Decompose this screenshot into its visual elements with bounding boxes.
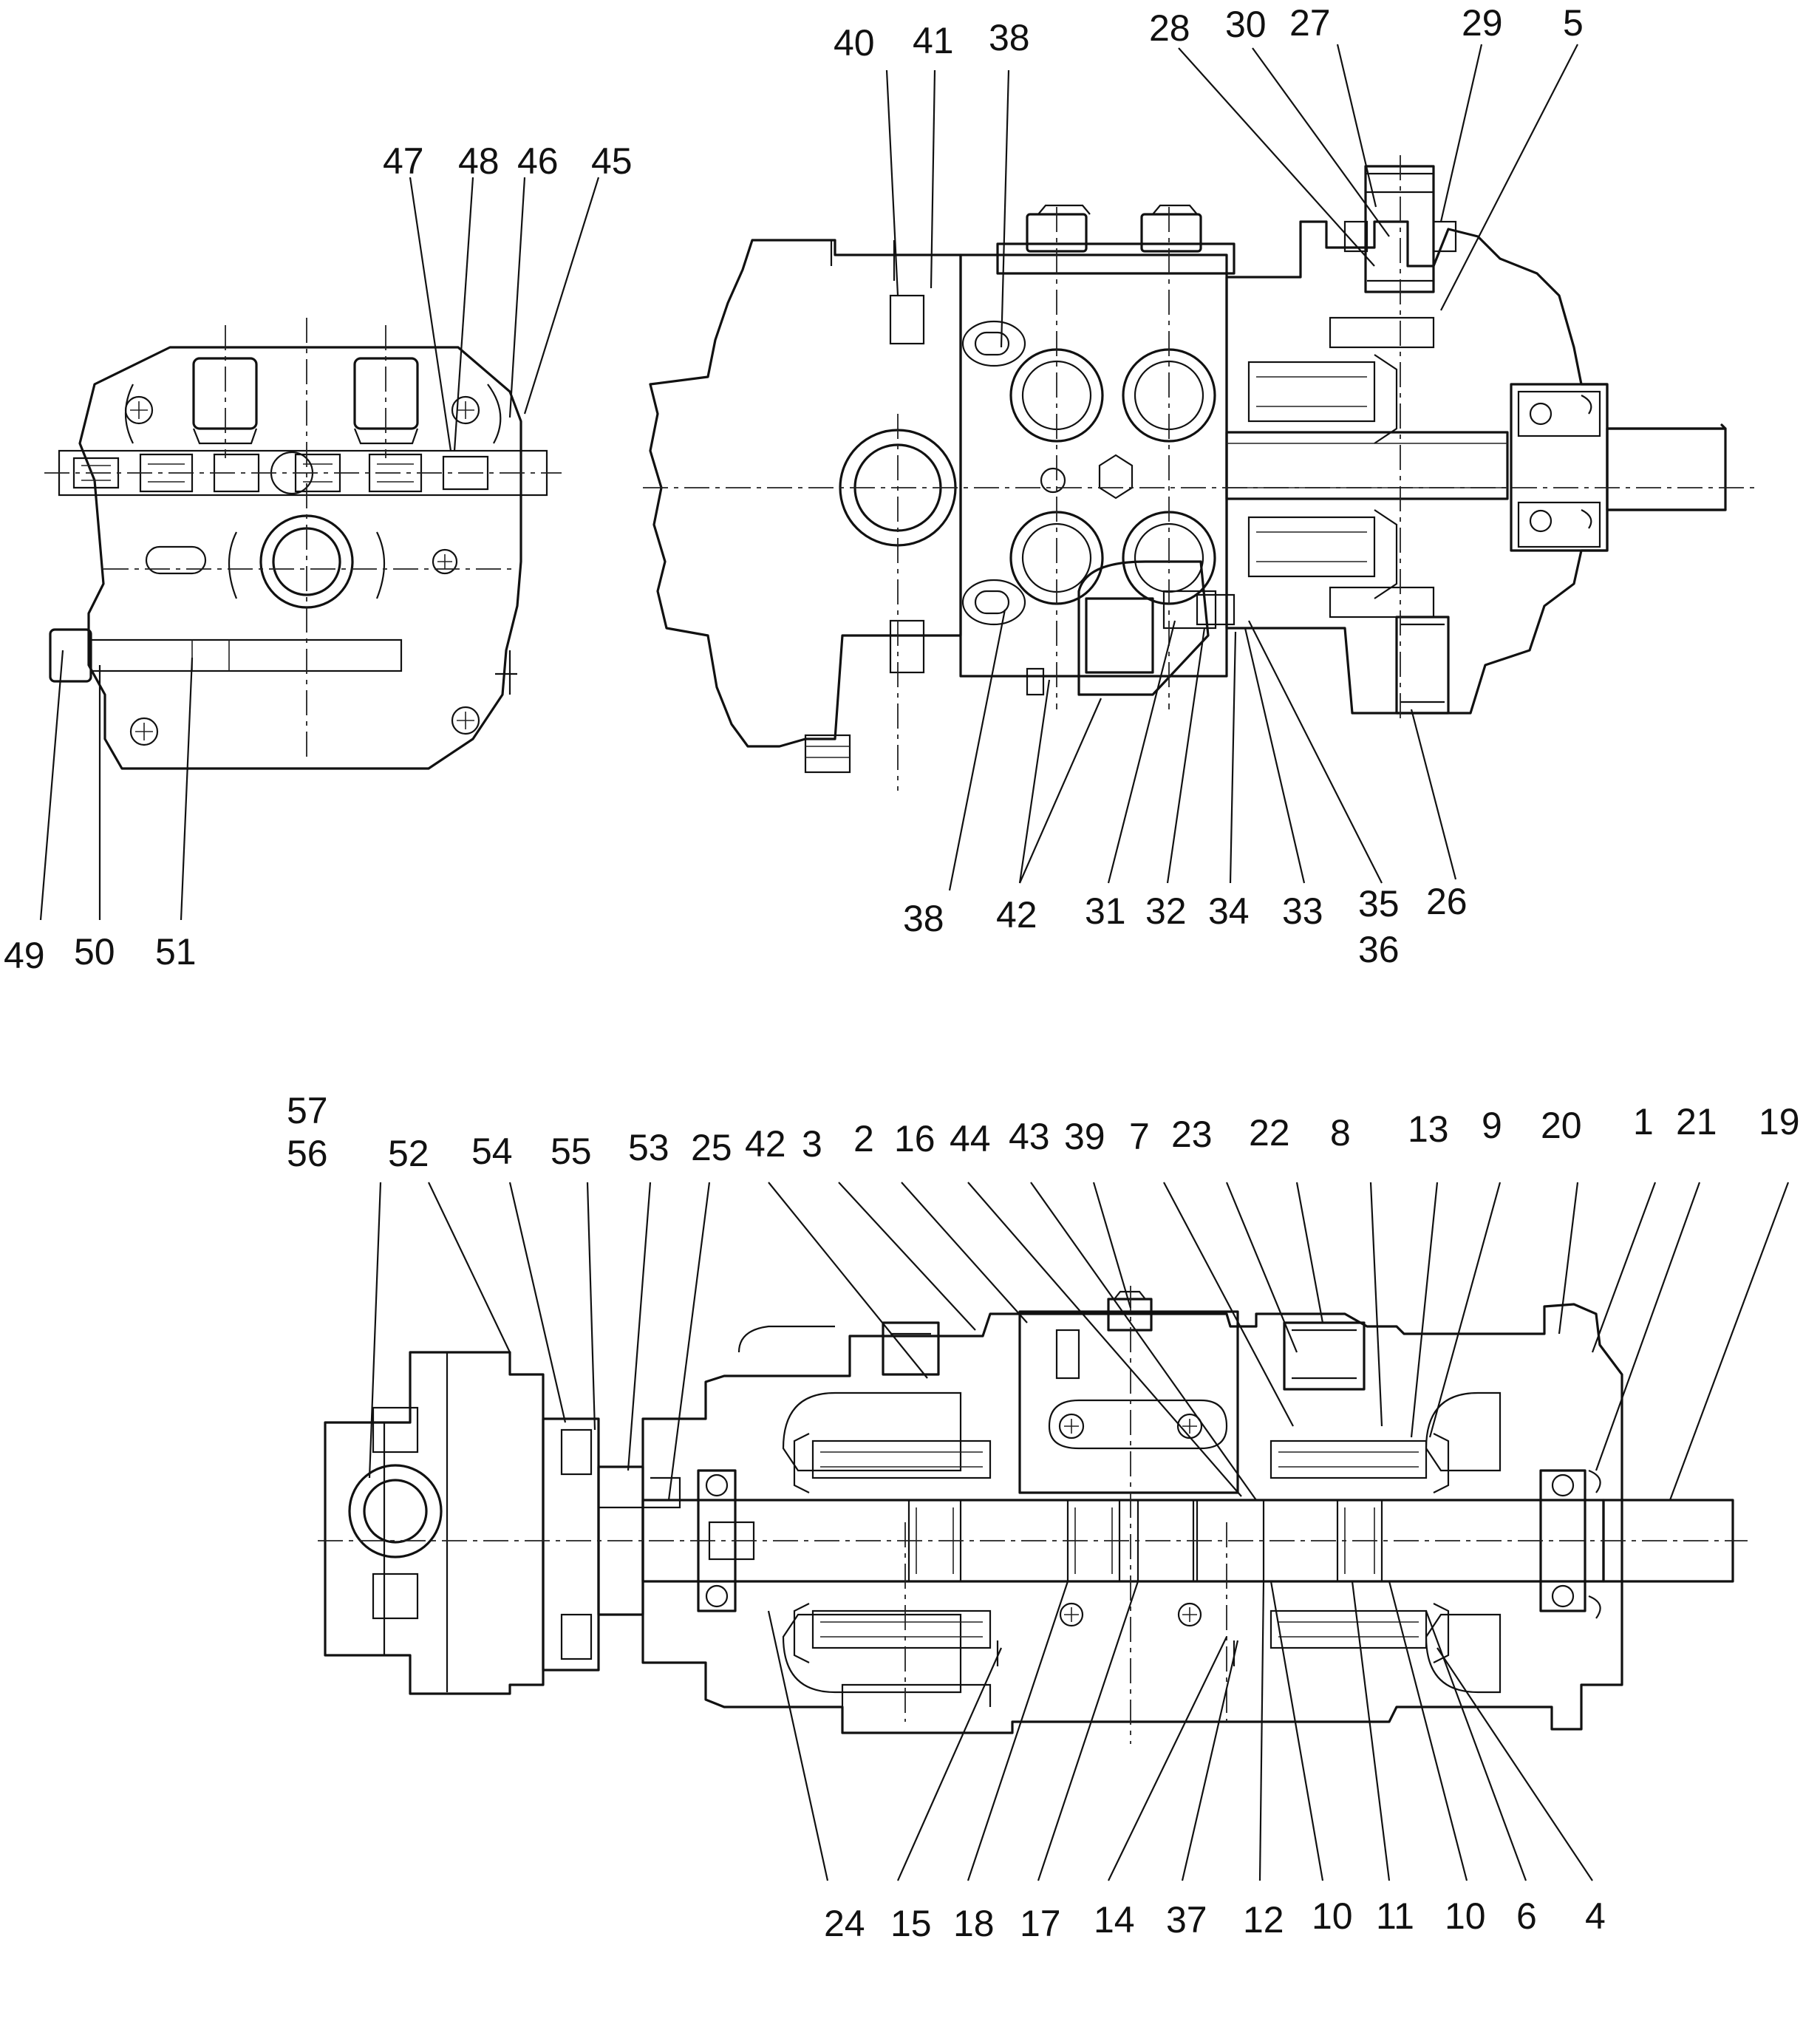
callout-23: 23 bbox=[1171, 1114, 1213, 1155]
callout-55: 55 bbox=[551, 1131, 592, 1172]
callout-30: 30 bbox=[1225, 4, 1267, 45]
callout-17: 17 bbox=[1020, 1903, 1061, 1944]
callout-54: 54 bbox=[471, 1131, 513, 1172]
callout-44: 44 bbox=[950, 1118, 991, 1159]
leader-lines bbox=[39, 44, 1790, 1881]
callout-50: 50 bbox=[74, 931, 115, 972]
callout-labels: 47 48 46 45 49 50 51 40 41 38 28 30 27 2… bbox=[4, 2, 1800, 1944]
callout-38-bottom: 38 bbox=[903, 898, 944, 939]
callout-26: 26 bbox=[1426, 881, 1468, 922]
callout-53: 53 bbox=[628, 1127, 669, 1168]
callout-18: 18 bbox=[953, 1903, 995, 1944]
callout-47: 47 bbox=[383, 140, 424, 182]
callout-13: 13 bbox=[1408, 1108, 1449, 1150]
callout-4: 4 bbox=[1585, 1895, 1606, 1937]
callout-36: 36 bbox=[1358, 929, 1400, 970]
callout-27: 27 bbox=[1289, 2, 1331, 44]
callout-6: 6 bbox=[1516, 1895, 1537, 1937]
end-view bbox=[44, 318, 562, 770]
callout-14: 14 bbox=[1094, 1899, 1135, 1941]
callout-32: 32 bbox=[1145, 890, 1187, 932]
callout-21: 21 bbox=[1676, 1101, 1717, 1142]
callout-19: 19 bbox=[1759, 1101, 1800, 1142]
callout-57: 57 bbox=[287, 1090, 328, 1131]
callout-42-side: 42 bbox=[745, 1123, 786, 1165]
top-view bbox=[643, 155, 1759, 791]
callout-9: 9 bbox=[1482, 1105, 1502, 1146]
callout-11: 11 bbox=[1376, 1895, 1414, 1937]
callout-10-left: 10 bbox=[1312, 1895, 1353, 1937]
callout-42: 42 bbox=[996, 894, 1037, 936]
callout-31: 31 bbox=[1085, 890, 1126, 932]
callout-46: 46 bbox=[517, 140, 559, 182]
callout-7: 7 bbox=[1129, 1116, 1150, 1157]
callout-39: 39 bbox=[1064, 1116, 1105, 1157]
callout-8: 8 bbox=[1330, 1112, 1351, 1154]
callout-20: 20 bbox=[1541, 1105, 1582, 1146]
callout-24: 24 bbox=[824, 1903, 865, 1944]
callout-1: 1 bbox=[1633, 1101, 1654, 1142]
callout-15: 15 bbox=[890, 1903, 932, 1944]
callout-28: 28 bbox=[1149, 7, 1190, 49]
callout-56: 56 bbox=[287, 1133, 328, 1174]
callout-35: 35 bbox=[1358, 883, 1400, 924]
callout-38-top: 38 bbox=[989, 17, 1030, 58]
callout-37: 37 bbox=[1166, 1899, 1207, 1941]
callout-3: 3 bbox=[802, 1123, 822, 1165]
side-section bbox=[318, 1286, 1748, 1744]
callout-49: 49 bbox=[4, 935, 45, 976]
callout-41: 41 bbox=[913, 20, 954, 61]
callout-33: 33 bbox=[1282, 890, 1323, 932]
callout-5: 5 bbox=[1563, 2, 1584, 44]
callout-29: 29 bbox=[1462, 2, 1503, 44]
callout-12: 12 bbox=[1243, 1899, 1284, 1941]
callout-2: 2 bbox=[853, 1118, 874, 1159]
callout-16: 16 bbox=[894, 1118, 935, 1159]
callout-43: 43 bbox=[1009, 1116, 1050, 1157]
callout-48: 48 bbox=[458, 140, 500, 182]
callout-40: 40 bbox=[834, 22, 875, 64]
callout-10-right: 10 bbox=[1445, 1895, 1486, 1937]
callout-45: 45 bbox=[591, 140, 633, 182]
callout-25: 25 bbox=[691, 1127, 732, 1168]
callout-22: 22 bbox=[1249, 1112, 1290, 1154]
callout-34: 34 bbox=[1208, 890, 1250, 932]
callout-51: 51 bbox=[155, 931, 197, 972]
callout-52: 52 bbox=[388, 1133, 429, 1174]
